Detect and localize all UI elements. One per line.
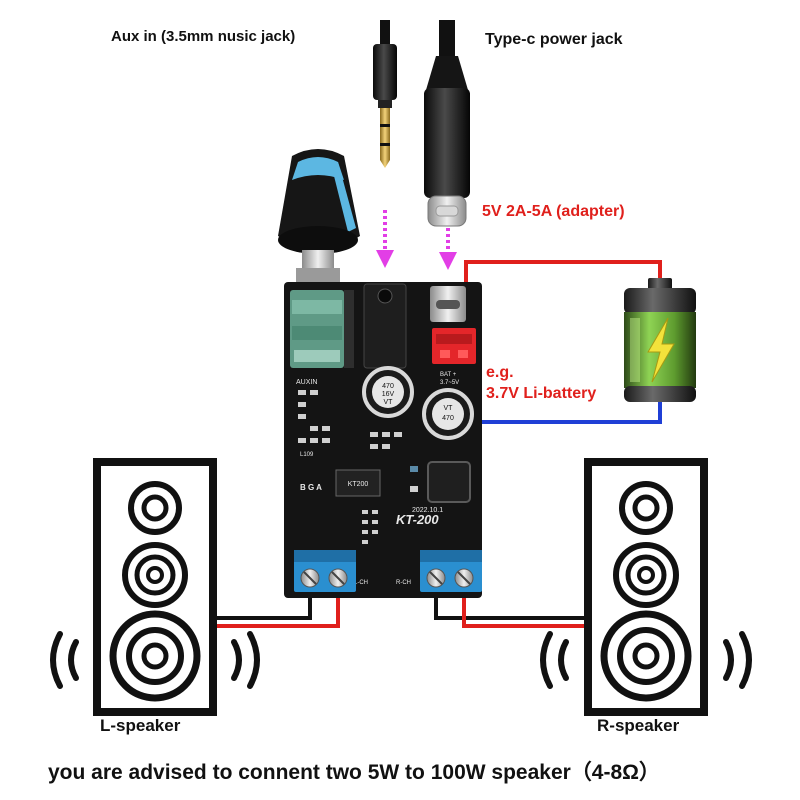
svg-text:2022.10.1: 2022.10.1 xyxy=(412,507,443,514)
left-speaker-red-wire xyxy=(213,592,340,628)
right-speaker-label: R-speaker xyxy=(597,716,680,735)
aux-in-label: Aux in (3.5mm nusic jack) xyxy=(111,28,296,45)
potentiometer xyxy=(290,290,354,368)
left-speaker-terminal xyxy=(294,550,356,592)
svg-text:B G A: B G A xyxy=(300,483,322,492)
battery-eg-label: e.g. xyxy=(486,364,514,381)
capacitor-right: VT 470 xyxy=(422,388,474,440)
left-speaker-label: L-speaker xyxy=(100,716,181,735)
sound-wave-icon-left xyxy=(50,631,260,689)
speaker-wires xyxy=(213,592,588,628)
right-speaker-terminal xyxy=(420,550,482,592)
lightning-bolt-icon xyxy=(647,317,675,383)
volume-knob-icon xyxy=(278,149,360,292)
capacitor-left: 470 16V VT xyxy=(362,366,414,418)
svg-text:L-CH: L-CH xyxy=(354,580,368,586)
svg-text:KT-200: KT-200 xyxy=(396,512,439,527)
svg-text:R-CH: R-CH xyxy=(396,580,411,586)
usb-c-insert-arrow xyxy=(439,228,457,270)
left-speaker-icon xyxy=(93,458,217,716)
battery-connector xyxy=(432,328,476,364)
svg-text:BAT +: BAT + xyxy=(440,372,457,378)
svg-text:3.7~5V: 3.7~5V xyxy=(440,380,459,386)
usb-c-plug-icon xyxy=(424,20,470,227)
aux-plug-icon xyxy=(373,20,397,168)
footer-advice: you are advised to connent two 5W to 100… xyxy=(48,761,660,784)
svg-text:16V: 16V xyxy=(382,391,395,398)
svg-text:KT200: KT200 xyxy=(348,481,369,488)
svg-text:AUXIN: AUXIN xyxy=(296,379,317,386)
svg-text:VT: VT xyxy=(384,399,394,406)
right-speaker-red-wire xyxy=(462,592,588,628)
kt200-chip: KT200 xyxy=(335,469,381,497)
svg-text:VT: VT xyxy=(444,405,454,412)
aux-insert-arrow xyxy=(376,210,394,268)
left-speaker-black-wire xyxy=(213,592,312,620)
svg-text:470: 470 xyxy=(442,415,454,422)
inductor-block xyxy=(427,461,471,503)
type-c-label: Type-c power jack xyxy=(485,31,623,48)
adapter-label: 5V 2A-5A (adapter) xyxy=(482,203,625,220)
smd-components xyxy=(298,390,418,544)
sound-wave-icon-right xyxy=(540,631,752,689)
amplifier-board: 470 16V VT VT 470 BAT + 3.7~5V AUXIN xyxy=(284,282,482,598)
svg-text:470: 470 xyxy=(382,383,394,390)
svg-text:L109: L109 xyxy=(300,452,314,458)
battery-spec-label: 3.7V Li-battery xyxy=(486,385,597,402)
right-speaker-black-wire xyxy=(434,592,588,620)
battery-icon xyxy=(624,278,696,402)
right-speaker-icon xyxy=(584,458,708,716)
